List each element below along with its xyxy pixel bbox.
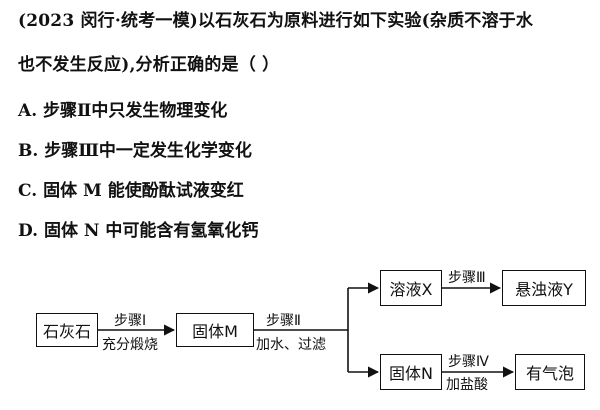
box-solution-x: 溶液X (380, 270, 442, 306)
option-c[interactable]: C. 固体 M 能使酚酞试液变红 (18, 181, 244, 201)
step4-label: 步骤Ⅳ (448, 354, 489, 370)
box-limestone: 石灰石 (36, 313, 98, 347)
step1-label: 步骤Ⅰ (114, 313, 147, 329)
option-a[interactable]: A. 步骤Ⅱ中只发生物理变化 (18, 101, 228, 121)
box-gas-bubbles-label: 有气泡 (525, 364, 574, 383)
step2-label: 步骤Ⅱ (266, 313, 301, 329)
box-gas-bubbles: 有气泡 (515, 354, 585, 390)
box-solution-x-label: 溶液X (389, 280, 433, 299)
question-line-2: 也不发生反应),分析正确的是（ ） (18, 55, 280, 75)
question-line-1: (2023 闵行·统考一模)以石灰石为原料进行如下实验(杂质不溶于水 (18, 11, 534, 31)
option-d[interactable]: D. 固体 N 中可能含有氢氧化钙 (18, 221, 259, 241)
option-b[interactable]: B. 步骤Ⅲ中一定发生化学变化 (18, 141, 252, 161)
step1-condition: 充分煅烧 (102, 337, 158, 353)
step3-label: 步骤Ⅲ (448, 270, 486, 286)
box-solid-m-label: 固体M (192, 322, 238, 341)
box-solid-n-label: 固体N (389, 364, 433, 383)
box-suspension-y: 悬浊液Y (502, 270, 586, 306)
box-solid-m: 固体M (176, 313, 254, 347)
box-solid-n: 固体N (380, 354, 442, 390)
box-suspension-y-label: 悬浊液Y (515, 280, 573, 299)
step2-condition: 加水、过滤 (256, 337, 326, 353)
step4-condition: 加盐酸 (446, 377, 488, 393)
box-limestone-label: 石灰石 (42, 322, 91, 341)
